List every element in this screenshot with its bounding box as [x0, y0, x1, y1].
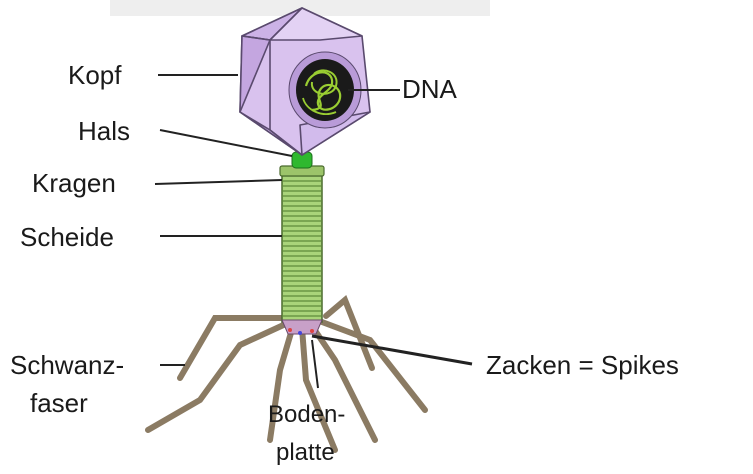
label-hals: Hals [78, 116, 130, 146]
label-schwanzfaser-line1: Schwanz- [10, 350, 124, 380]
label-dna: DNA [402, 74, 457, 104]
label-scheide: Scheide [20, 222, 114, 252]
label-kragen: Kragen [32, 168, 116, 198]
tail-sheath [282, 172, 322, 322]
label-schwanzfaser-line2: faser [30, 388, 88, 418]
label-zacken-spikes: Zacken = Spikes [486, 350, 679, 380]
label-bodenplatte-line1: Boden- [268, 400, 345, 430]
label-kopf: Kopf [68, 60, 122, 90]
label-bodenplatte-line2: platte [276, 438, 335, 468]
baseplate [282, 320, 322, 335]
